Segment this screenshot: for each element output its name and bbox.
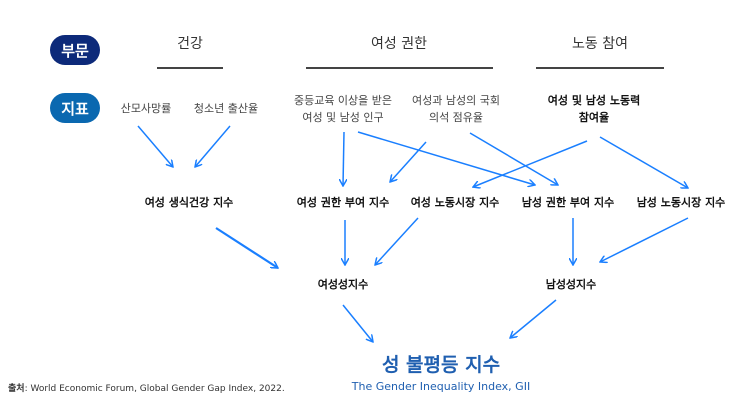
arrow (343, 131, 344, 186)
male-index: 남성성지수 (545, 278, 597, 291)
diagram-subtitle: The Gender Inequality Index, GII (351, 380, 531, 393)
arrow (390, 141, 427, 182)
source-text: : World Economic Forum, Global Gender Ga… (24, 384, 285, 394)
indicator-education: 중등교육 이상을 받은 여성 및 남성 인구 (293, 94, 393, 124)
female-reproductive-health-index: 여성 생식건강 지수 (144, 196, 234, 209)
arrow (342, 304, 373, 342)
source-note: 출처: World Economic Forum, Global Gender … (8, 381, 285, 394)
arrow (375, 217, 419, 265)
male-labor-market-index: 남성 노동시장 지수 (636, 196, 726, 209)
indicator-badge: 지표 (50, 93, 100, 123)
arrow (510, 299, 557, 338)
female-labor-market-index: 여성 노동시장 지수 (410, 196, 500, 209)
arrow (195, 125, 231, 167)
source-label: 출처 (8, 384, 25, 394)
arrow (600, 217, 689, 262)
indicator-labor-participation: 여성 및 남성 노동력 참여율 (547, 94, 641, 124)
indicator-maternal-mortality: 산모사망률 (120, 102, 172, 115)
female-index: 여성성지수 (317, 278, 369, 291)
arrow (357, 131, 535, 185)
sector-health: 건강 (177, 36, 203, 52)
diagram-title: 성 불평등 지수 (381, 354, 501, 376)
sector-badge: 부문 (50, 35, 100, 65)
indicator-parliament: 여성과 남성의 국회 의석 점유율 (412, 94, 500, 124)
sector-divider (536, 67, 664, 69)
indicator-adolescent-birth: 청소년 출산율 (193, 102, 259, 115)
sector-divider (306, 67, 493, 69)
female-empowerment-index: 여성 권한 부여 지수 (296, 196, 390, 209)
arrow (137, 125, 173, 167)
sector-divider (157, 67, 223, 69)
arrow (599, 136, 688, 188)
sector-empowerment: 여성 권한 (371, 36, 427, 52)
arrow (215, 227, 278, 269)
male-empowerment-index: 남성 권한 부여 지수 (521, 196, 615, 209)
sector-labor: 노동 참여 (572, 36, 628, 52)
arrow (473, 140, 588, 187)
arrow (469, 132, 558, 185)
